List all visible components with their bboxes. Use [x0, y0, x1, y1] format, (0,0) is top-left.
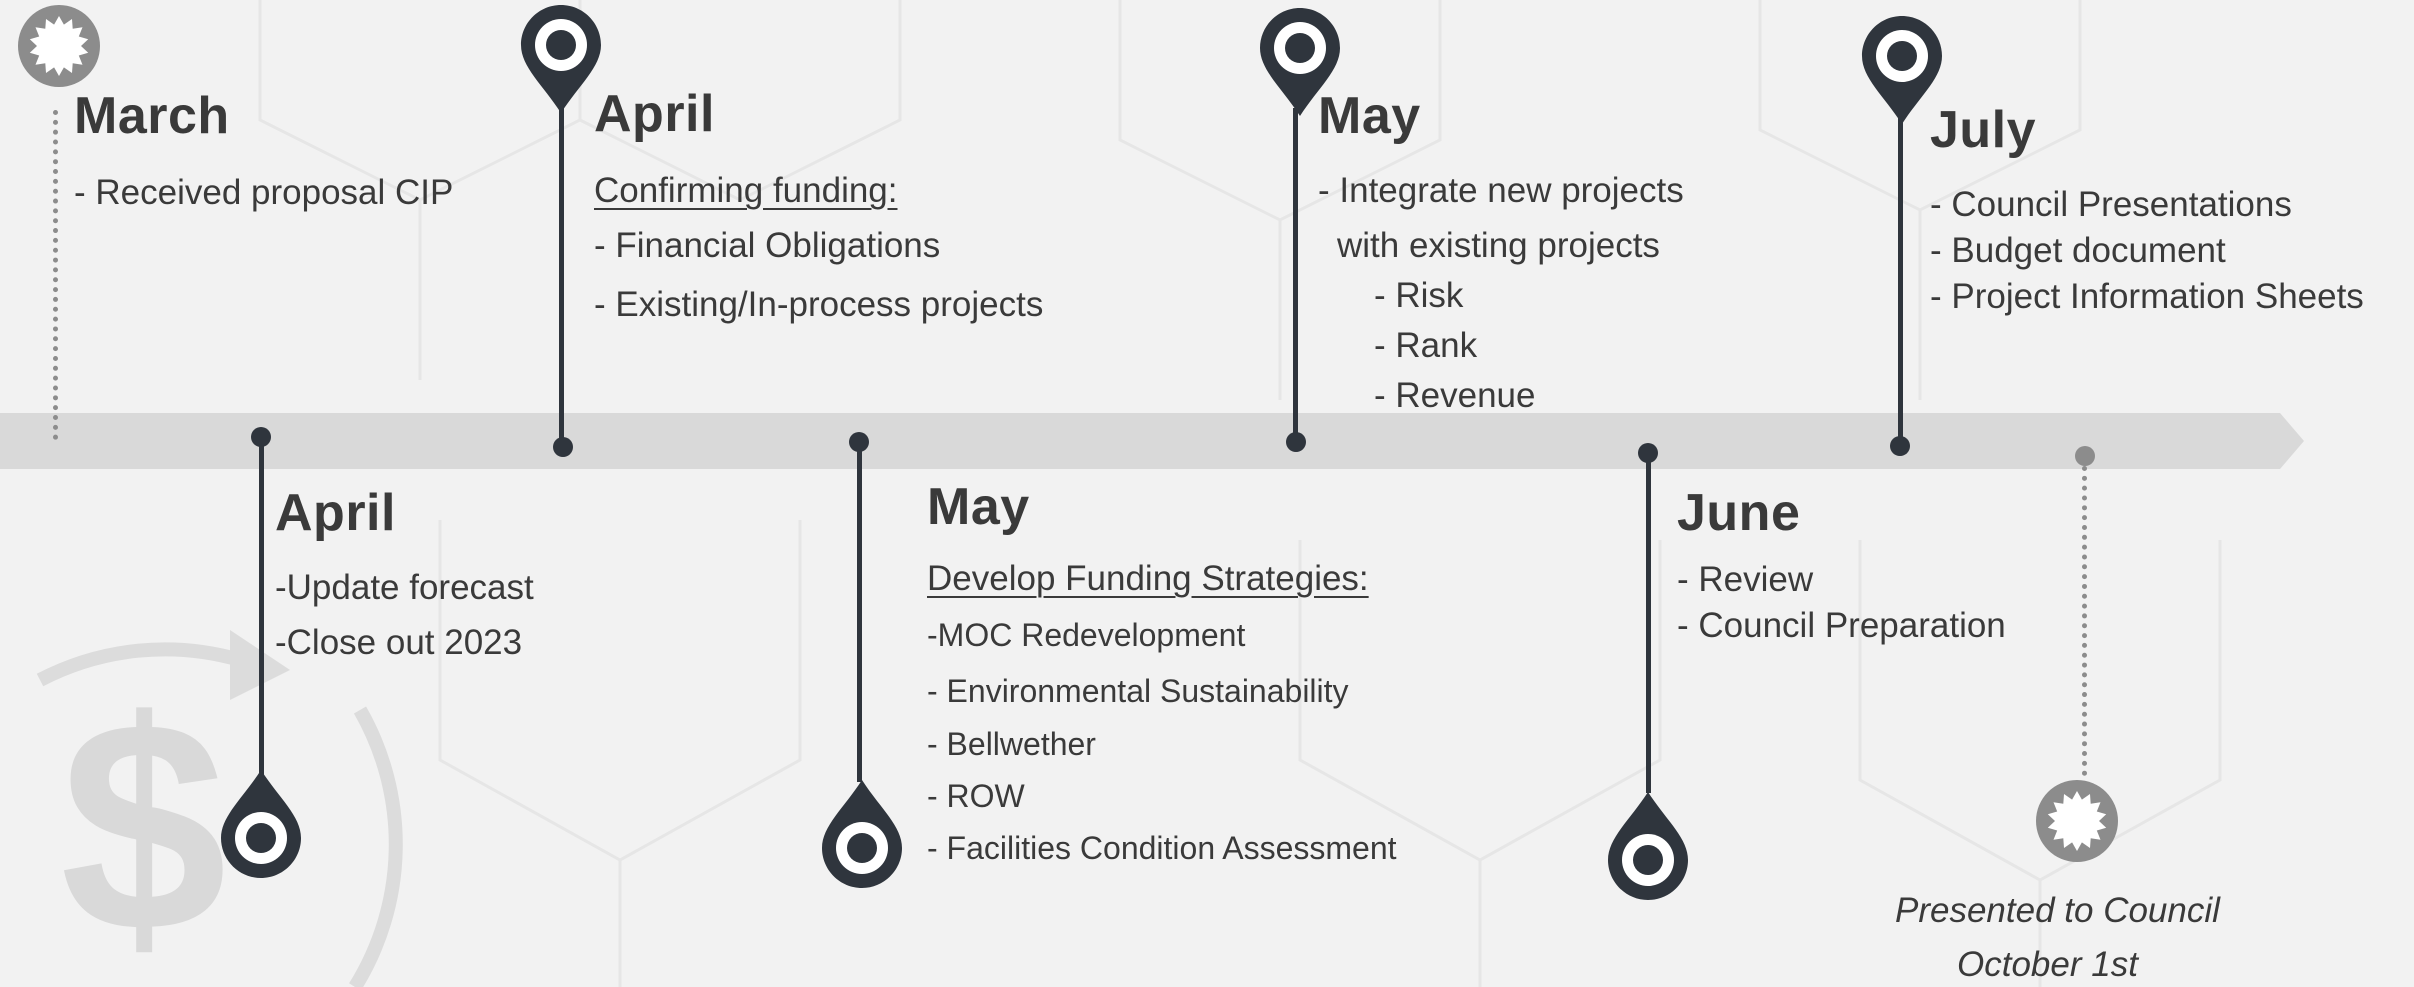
- svg-text:$: $: [60, 658, 227, 987]
- timeline-arrowhead: [2280, 413, 2304, 469]
- dollar-cycle-icon: $: [36, 630, 403, 987]
- april-bottom-title: April: [275, 484, 396, 542]
- april-bottom-line-2: -Close out 2023: [275, 623, 523, 662]
- may-top-title: May: [1318, 87, 1421, 145]
- july-line-1: - Council Presentations: [1930, 185, 2292, 224]
- may-bottom-line-3: - Bellwether: [927, 726, 1096, 762]
- map-pin-icon: [1862, 16, 1942, 124]
- july-line-2: - Budget document: [1930, 231, 2226, 270]
- march-line-1: - Received proposal CIP: [74, 173, 454, 212]
- june-line-1: - Review: [1677, 560, 1814, 599]
- april-top-heading: Confirming funding:: [594, 171, 898, 210]
- map-pin-icon: [221, 770, 301, 878]
- june-connector: [1646, 453, 1651, 793]
- final-marker: [2075, 446, 2095, 466]
- final-line-1: Presented to Council: [1895, 891, 2220, 930]
- may-top-marker: [1286, 432, 1306, 452]
- may-bottom-title: May: [927, 478, 1030, 536]
- july-connector: [1898, 116, 1903, 446]
- may-top-connector: [1293, 108, 1298, 443]
- timeline-band: [0, 413, 2280, 469]
- may-top-line-1: - Integrate new projects: [1318, 171, 1684, 210]
- april-bottom-connector: [259, 437, 264, 777]
- final-line-2: October 1st: [1957, 945, 2138, 984]
- map-pin-icon: [1608, 792, 1688, 900]
- starburst-icon: [2036, 780, 2118, 862]
- may-top-subline-1: - Risk: [1374, 276, 1464, 315]
- starburst-icon: [18, 5, 100, 87]
- map-pin-icon: [822, 780, 902, 888]
- july-line-3: - Project Information Sheets: [1930, 277, 2364, 316]
- may-bottom-line-1: -MOC Redevelopment: [927, 617, 1246, 653]
- july-title: July: [1930, 101, 2037, 159]
- march-dotted-connector: [53, 110, 58, 440]
- july-marker: [1890, 436, 1910, 456]
- march-title: March: [74, 87, 230, 145]
- april-top-title: April: [594, 85, 715, 143]
- map-pin-icon: [521, 5, 601, 113]
- may-bottom-line-5: - Facilities Condition Assessment: [927, 830, 1397, 866]
- may-bottom-connector: [857, 442, 862, 782]
- june-title: June: [1677, 484, 1801, 542]
- final-dotted-connector: [2082, 466, 2087, 776]
- may-top-subline-2: - Rank: [1374, 326, 1478, 365]
- june-line-2: - Council Preparation: [1677, 606, 2006, 645]
- may-top-line-2: with existing projects: [1337, 226, 1660, 265]
- april-top-connector: [559, 105, 564, 445]
- may-bottom-line-4: - ROW: [927, 778, 1025, 814]
- april-top-line-2: - Existing/In-process projects: [594, 285, 1044, 324]
- april-top-line-1: - Financial Obligations: [594, 226, 941, 265]
- may-bottom-line-2: - Environmental Sustainability: [927, 673, 1349, 709]
- april-bottom-line-1: -Update forecast: [275, 568, 534, 607]
- april-top-marker: [553, 437, 573, 457]
- may-bottom-heading: Develop Funding Strategies:: [927, 559, 1369, 598]
- may-top-subline-3: - Revenue: [1374, 376, 1536, 415]
- map-pin-icon: [1260, 8, 1340, 116]
